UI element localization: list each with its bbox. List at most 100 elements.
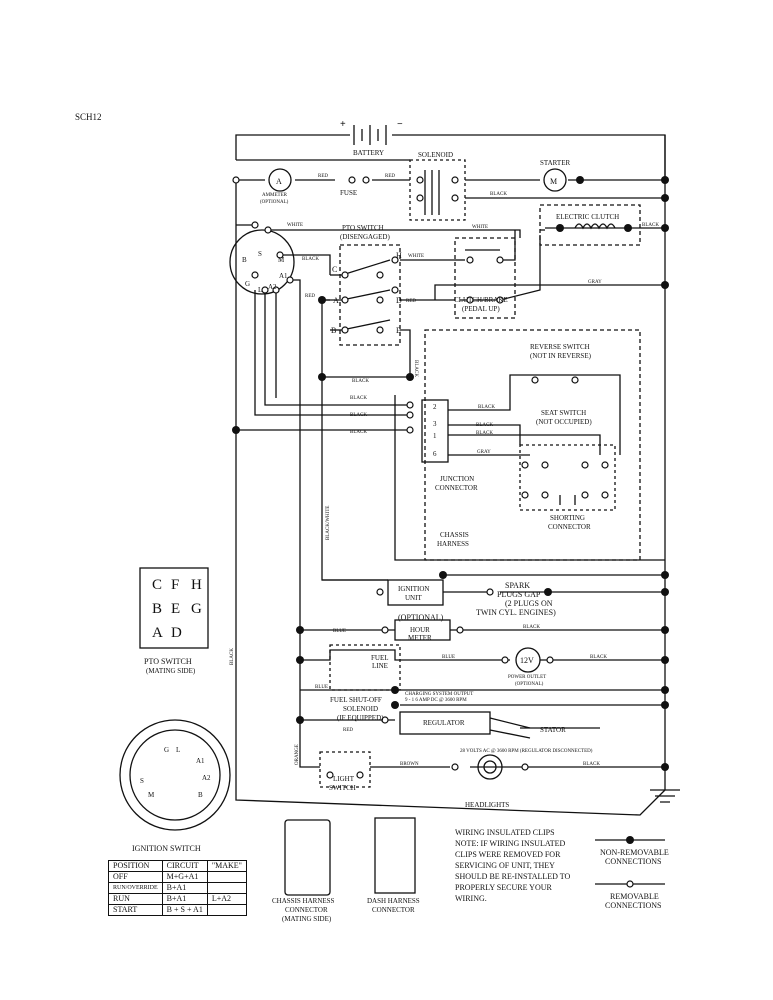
- svg-text:D: D: [396, 296, 402, 305]
- legend-removable: REMOVABLE: [610, 892, 659, 901]
- svg-text:(MATING SIDE): (MATING SIDE): [146, 667, 196, 675]
- svg-text:H: H: [191, 577, 202, 593]
- svg-text:B: B: [152, 601, 162, 617]
- svg-text:CONNECTOR: CONNECTOR: [372, 906, 415, 914]
- svg-text:D: D: [171, 625, 182, 641]
- svg-text:BLACK: BLACK: [590, 655, 607, 660]
- doc-code: SCH12: [75, 112, 102, 122]
- svg-text:+: +: [340, 119, 346, 130]
- stator-label: STATOR: [540, 726, 566, 734]
- dash-connector-label: DASH HARNESS: [367, 897, 420, 905]
- svg-text:BLACK: BLACK: [583, 762, 600, 767]
- harness-label: HARNESS: [437, 540, 469, 548]
- svg-text:ORANGE: ORANGE: [295, 744, 300, 765]
- clutch-brake-label: CLUTCH/BRAKE: [454, 296, 508, 304]
- svg-text:A1: A1: [279, 272, 288, 280]
- pto-mating-label: PTO SWITCH: [144, 657, 192, 666]
- chassis-label: CHASSIS: [440, 531, 469, 539]
- svg-text:L: L: [176, 746, 180, 754]
- svg-text:BROWN: BROWN: [400, 762, 419, 767]
- svg-text:G: G: [191, 601, 202, 617]
- chassis-connector-label: CHASSIS HARNESS: [272, 897, 335, 905]
- svg-text:NOTE: IF WIRING INSULATED: NOTE: IF WIRING INSULATED: [455, 839, 566, 848]
- svg-text:TWIN CYL. ENGINES): TWIN CYL. ENGINES): [476, 608, 556, 617]
- pto-disengaged-label: (DISENGAGED): [340, 233, 390, 241]
- svg-text:A2: A2: [202, 774, 211, 782]
- svg-text:UNIT: UNIT: [405, 594, 422, 602]
- svg-text:B: B: [198, 791, 203, 799]
- fuel-shutoff-label: FUEL SHUT-OFF: [330, 696, 382, 704]
- svg-text:WHITE: WHITE: [408, 254, 424, 259]
- svg-text:RED: RED: [406, 299, 416, 304]
- svg-text:BLACK: BLACK: [350, 430, 367, 435]
- svg-text:SOLENOID: SOLENOID: [343, 705, 378, 713]
- svg-text:CHARGING SYSTEM OUTPUT: CHARGING SYSTEM OUTPUT: [405, 692, 473, 697]
- svg-text:SHOULD BE RE-INSTALLED TO: SHOULD BE RE-INSTALLED TO: [455, 872, 571, 881]
- svg-text:CONNECTOR: CONNECTOR: [285, 906, 328, 914]
- svg-text:L: L: [258, 286, 262, 294]
- svg-text:FUEL: FUEL: [371, 654, 389, 662]
- svg-text:WIRING.: WIRING.: [455, 894, 487, 903]
- svg-text:BLACK: BLACK: [642, 223, 659, 228]
- note-line-1: WIRING INSULATED CLIPS: [455, 828, 555, 837]
- shorting-label: SHORTING: [550, 514, 585, 522]
- ignition-switch-label: IGNITION SWITCH: [132, 844, 201, 853]
- svg-text:BLACK: BLACK: [230, 648, 235, 665]
- svg-text:(IF EQUIPPED): (IF EQUIPPED): [337, 714, 384, 722]
- svg-text:A: A: [333, 296, 339, 305]
- ammeter-label: AMMETER: [262, 193, 288, 198]
- svg-text:S: S: [258, 250, 262, 258]
- svg-text:RED: RED: [343, 728, 353, 733]
- svg-text:BLACK: BLACK: [478, 405, 495, 410]
- svg-text:G: G: [245, 280, 250, 288]
- svg-text:BLACK/WHITE: BLACK/WHITE: [326, 506, 331, 540]
- svg-text:PLUGS GAP: PLUGS GAP: [497, 590, 541, 599]
- svg-text:A2: A2: [268, 283, 277, 291]
- svg-text:(MATING SIDE): (MATING SIDE): [282, 915, 332, 923]
- svg-text:B: B: [331, 326, 336, 335]
- svg-text:SWITCH: SWITCH: [329, 784, 356, 792]
- svg-text:3: 3: [433, 420, 437, 428]
- svg-text:A: A: [276, 177, 282, 186]
- solenoid-label: SOLENOID: [418, 151, 453, 159]
- svg-text:BLACK: BLACK: [523, 625, 540, 630]
- svg-text:B: B: [242, 256, 247, 264]
- svg-text:METER: METER: [408, 634, 432, 642]
- svg-text:WHITE: WHITE: [287, 223, 303, 228]
- junction-connector-label: CONNECTOR: [435, 484, 478, 492]
- svg-text:M: M: [550, 177, 557, 186]
- hour-meter-optional-label: (OPTIONAL): [398, 613, 444, 622]
- svg-text:RED: RED: [305, 294, 315, 299]
- hour-meter-label: HOUR: [410, 626, 430, 634]
- svg-text:RED: RED: [318, 174, 328, 179]
- pedal-up-label: (PEDAL UP): [462, 305, 500, 313]
- svg-text:E: E: [396, 326, 401, 335]
- svg-text:2: 2: [433, 403, 437, 411]
- spark-plugs-label: SPARK: [505, 581, 530, 590]
- svg-text:(2 PLUGS ON: (2 PLUGS ON: [505, 599, 553, 608]
- svg-text:BLACK: BLACK: [352, 379, 369, 384]
- starter-label: STARTER: [540, 159, 570, 167]
- twelve-volt-label: 12V: [520, 656, 534, 665]
- not-occupied-label: (NOT OCCUPIED): [536, 418, 592, 426]
- svg-text:A1: A1: [196, 757, 205, 765]
- svg-text:GRAY: GRAY: [588, 280, 602, 285]
- svg-text:BLACK: BLACK: [350, 396, 367, 401]
- headlights-label: HEADLIGHTS: [465, 801, 509, 809]
- not-in-reverse-label: (NOT IN REVERSE): [530, 352, 592, 360]
- regulator-label: REGULATOR: [423, 719, 465, 727]
- svg-text:28 VOLTS AC @ 3600 RPM (REGULA: 28 VOLTS AC @ 3600 RPM (REGULATOR DISCON…: [460, 749, 593, 754]
- svg-text:BLACK: BLACK: [476, 431, 493, 436]
- ignition-unit-label: IGNITION: [398, 585, 430, 593]
- svg-text:G: G: [164, 746, 169, 754]
- svg-text:(OPTIONAL): (OPTIONAL): [515, 682, 544, 687]
- svg-text:BLACK: BLACK: [413, 360, 418, 377]
- svg-text:M: M: [148, 791, 155, 799]
- svg-text:BLUE: BLUE: [333, 629, 346, 634]
- svg-text:CLIPS WERE REMOVED FOR: CLIPS WERE REMOVED FOR: [455, 850, 561, 859]
- svg-text:RED: RED: [385, 174, 395, 179]
- pto-mating-grid: C F H B E G A D: [152, 577, 202, 641]
